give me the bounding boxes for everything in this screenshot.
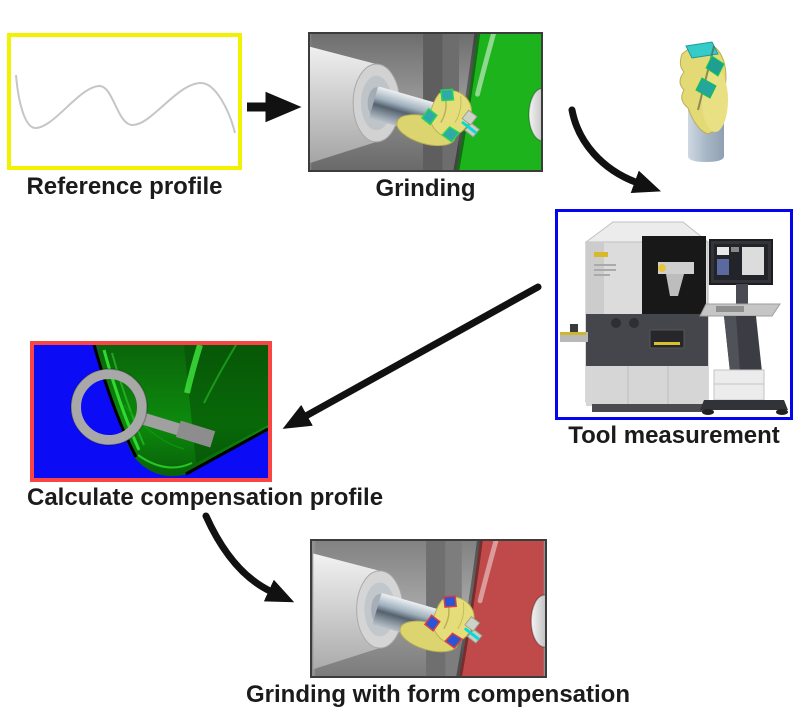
- curved-arrow-grinding-to-measurement-icon: [568, 106, 662, 194]
- grinding-form-compensation-label: Grinding with form compensation: [246, 681, 630, 708]
- grinding-label: Grinding: [375, 175, 476, 202]
- compensation-profile-box: [30, 341, 272, 482]
- scanned-surface-image: [70, 345, 268, 477]
- wheel-hub: [528, 87, 541, 142]
- compensation-profile-label: Calculate compensation profile: [27, 484, 384, 511]
- grinding-wheel: [456, 34, 541, 170]
- wavy-profile-curve: [15, 74, 236, 134]
- tool-3d-image: [668, 38, 742, 166]
- grinding-form-compensation-image: [310, 539, 547, 678]
- tool-measurement-box: [555, 209, 793, 420]
- grinding-scene-green: [310, 34, 541, 170]
- reference-profile-label: Reference profile: [26, 173, 223, 200]
- end-mill-tool: [423, 595, 483, 649]
- curved-arrow-compensation-to-grinding-icon: [202, 512, 295, 603]
- tool-measurement-label: Tool measurement: [568, 422, 780, 449]
- grinding-wheel: [459, 541, 544, 676]
- grinding-image: [308, 32, 543, 172]
- end-mill-tool: [420, 88, 480, 143]
- wheel-hub: [530, 594, 545, 648]
- diagonal-arrow-measurement-to-compensation-icon: [282, 283, 542, 429]
- grinding-scene-red: [313, 541, 545, 676]
- measuring-machine-image: [560, 221, 788, 415]
- magnifier-icon: [70, 368, 216, 448]
- reference-profile-box: [7, 33, 242, 170]
- end-mill-tool-icon: [679, 41, 728, 162]
